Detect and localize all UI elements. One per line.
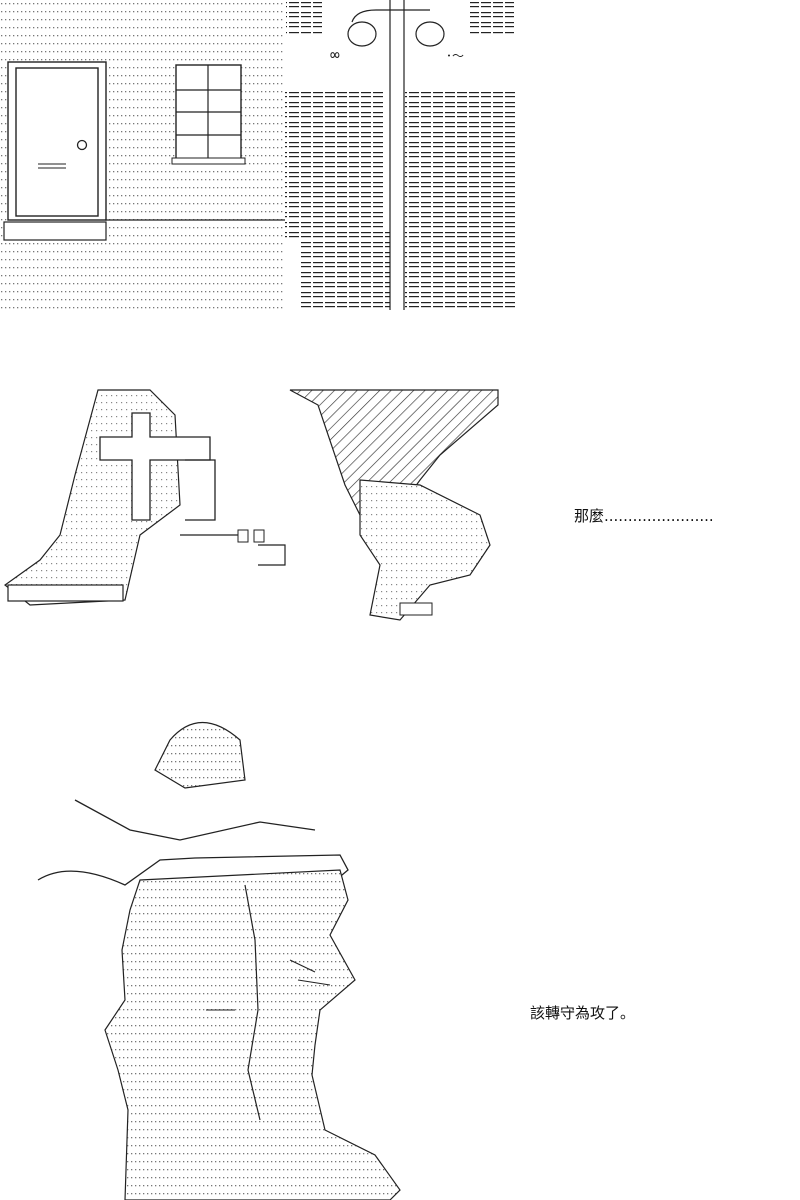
cross-symbol <box>99 412 216 521</box>
peeking-characters: ∞ ･～ <box>330 9 464 64</box>
caption-first: 那麼....................... <box>574 507 714 525</box>
ascii-art-figure-scene <box>0 385 505 635</box>
ascii-art-standing-figure <box>30 710 410 1200</box>
svg-text:･～: ･～ <box>446 49 464 63</box>
door <box>3 61 107 241</box>
ascii-art-room-scene: ∞ ･～ <box>0 0 515 310</box>
svg-text:∞: ∞ <box>330 45 340 64</box>
caption-second: 該轉守為攻了。 <box>530 1004 636 1022</box>
window <box>171 64 246 165</box>
